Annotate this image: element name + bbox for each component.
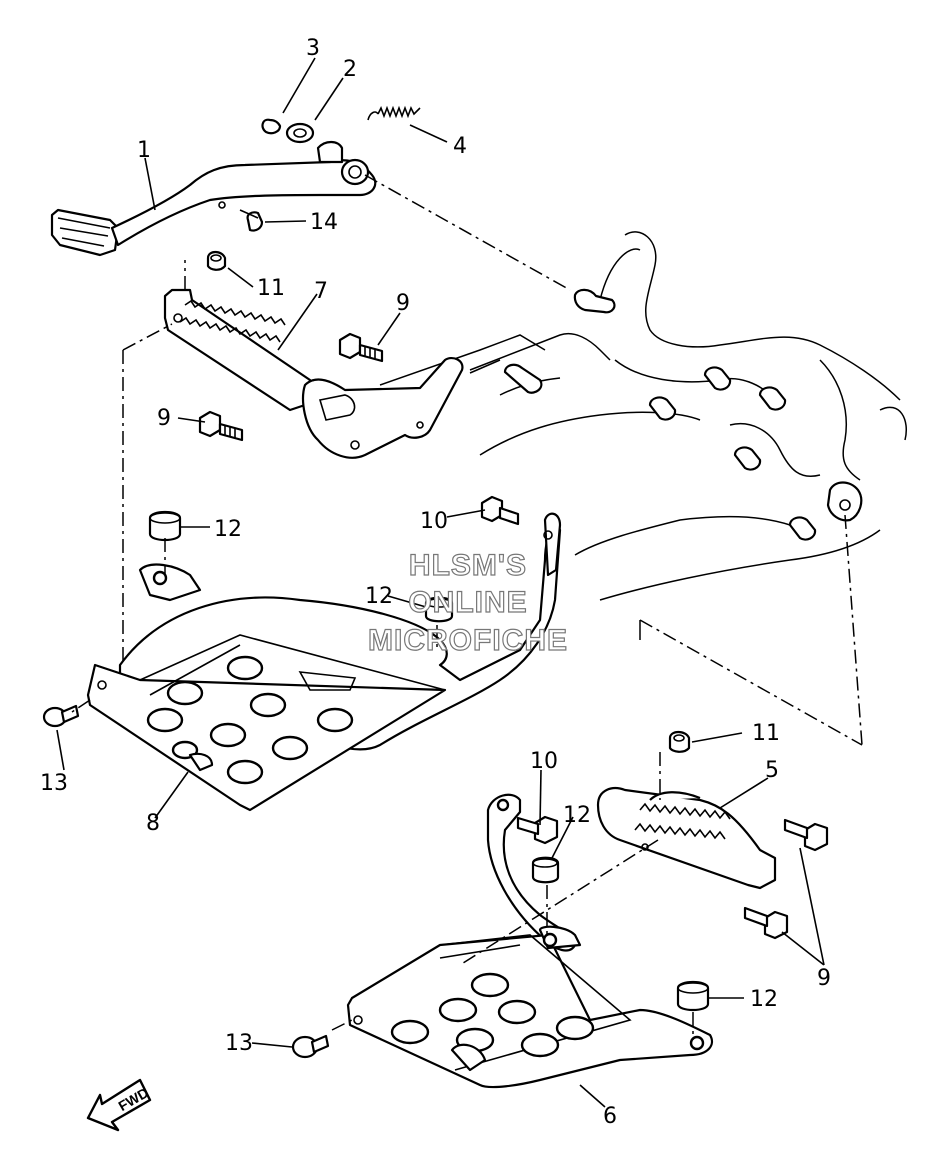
- nut-11-upper: [206, 250, 227, 271]
- nut-11-lower: [668, 730, 691, 753]
- callout-10-upper: 10: [420, 509, 448, 534]
- callout-13-lower: 13: [225, 1031, 253, 1056]
- callout-labels: 3 2 4 1 14 11 7 9 9 12 10 12 13 8 11 5 1…: [40, 36, 831, 1129]
- callout-6: 6: [603, 1104, 617, 1129]
- forward-arrow-icon: FWD: [86, 1078, 152, 1132]
- callout-4: 4: [453, 134, 467, 159]
- bolt-9-lower-top: [783, 818, 829, 852]
- frame-outline: [379, 231, 907, 601]
- grommet-12-upper: [148, 510, 182, 542]
- callout-14: 14: [310, 210, 338, 235]
- callout-1: 1: [137, 138, 151, 163]
- callout-12-lower-left: 12: [563, 803, 591, 828]
- watermark-line-1: HLSM'S: [409, 549, 527, 582]
- callout-12-upper: 12: [214, 517, 242, 542]
- callout-12-lower-right: 12: [750, 987, 778, 1012]
- watermark: HLSM'S ONLINE MICROFICHE: [367, 548, 568, 657]
- watermark-line-2: ONLINE: [408, 586, 527, 619]
- callout-9-upper-right: 9: [396, 291, 410, 316]
- footplate-right: [346, 793, 714, 1089]
- callout-7: 7: [314, 279, 328, 304]
- grommet-12-middle: [424, 596, 454, 623]
- footrest-bracket-upper: [163, 288, 464, 459]
- callout-9-upper-left: 9: [157, 406, 171, 431]
- brake-pedal: [50, 140, 377, 257]
- bolt-10-upper: [480, 495, 520, 526]
- callout-13-left: 13: [40, 771, 68, 796]
- callout-3: 3: [306, 36, 320, 61]
- pin-14: [239, 209, 264, 232]
- bolt-10-lower: [516, 815, 559, 845]
- screw-13-left: [42, 704, 80, 728]
- bolt-9-upper-left: [198, 410, 244, 442]
- callout-5: 5: [765, 758, 779, 783]
- washer-and-clip: [261, 118, 315, 144]
- callout-10-lower: 10: [530, 749, 558, 774]
- callout-9-lower: 9: [817, 966, 831, 991]
- return-spring: [367, 105, 421, 121]
- callout-8: 8: [146, 811, 160, 836]
- footrest-right: [596, 787, 777, 890]
- callout-2: 2: [343, 57, 357, 82]
- watermark-line-3: MICROFICHE: [368, 624, 568, 657]
- callout-12-middle: 12: [365, 584, 393, 609]
- callout-11-upper: 11: [257, 276, 285, 301]
- bolt-9-upper-right: [338, 332, 384, 363]
- screw-13-lower: [291, 1034, 330, 1059]
- callout-11-lower: 11: [752, 721, 780, 746]
- alignment-lines: [71, 174, 863, 1040]
- leader-lines: [56, 57, 825, 1108]
- bolt-9-lower-bottom: [743, 906, 789, 940]
- grommet-12-lower-right: [676, 980, 710, 1012]
- grommet-12-lower-left: [531, 856, 560, 884]
- footplate-left: [86, 512, 562, 812]
